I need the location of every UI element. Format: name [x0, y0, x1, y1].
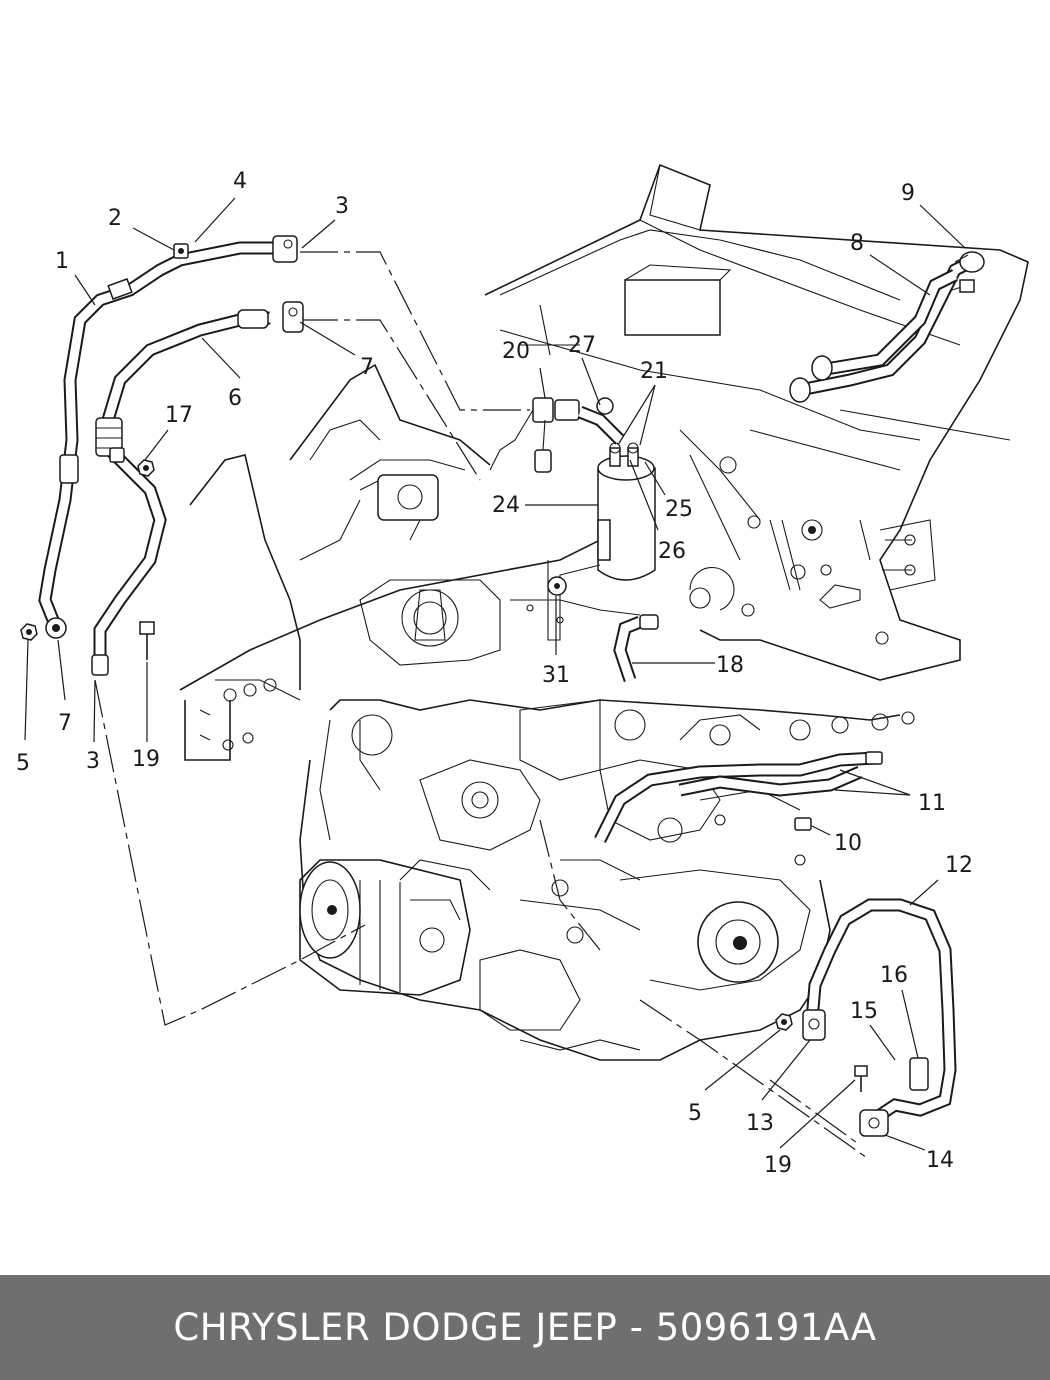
- discharge-line-12: [802, 898, 957, 1137]
- callout-18: 18: [716, 653, 744, 678]
- callout-9: 9: [901, 181, 915, 206]
- callout-17: 17: [165, 403, 193, 428]
- callout-15: 15: [850, 999, 878, 1024]
- callout-7-top: 7: [360, 355, 374, 380]
- pressure-switch-20: [489, 397, 625, 473]
- callout-13: 13: [746, 1111, 774, 1136]
- callout-8: 8: [850, 231, 864, 256]
- callout-24: 24: [492, 493, 520, 518]
- part-number-footer: CHRYSLER DODGE JEEP - 5096191AA: [0, 1275, 1050, 1380]
- callout-2: 2: [108, 206, 122, 231]
- callout-3-left: 3: [86, 749, 100, 774]
- heater-hoses-8: [789, 251, 985, 403]
- part-number-caption: CHRYSLER DODGE JEEP - 5096191AA: [173, 1306, 877, 1349]
- callout-16: 16: [880, 963, 908, 988]
- callout-25: 25: [665, 497, 693, 522]
- callout-leader-lines: [24, 197, 966, 1151]
- callout-21: 21: [640, 359, 668, 384]
- callout-6: 6: [228, 386, 242, 411]
- callout-19-right: 19: [764, 1153, 792, 1178]
- ac-compressor: [299, 859, 471, 996]
- engine-assembly: [299, 699, 915, 1061]
- heater-hoses-11: [594, 751, 883, 843]
- suction-line-6: [91, 301, 304, 676]
- callout-31: 31: [542, 663, 570, 688]
- callout-12: 12: [945, 853, 973, 878]
- callout-7-left: 7: [58, 711, 72, 736]
- callout-27: 27: [568, 333, 596, 358]
- callout-1: 1: [55, 249, 69, 274]
- dash-panel-structure: [484, 163, 1029, 681]
- callout-26: 26: [658, 539, 686, 564]
- callout-4: 4: [233, 169, 247, 194]
- drain-hose-18: [613, 614, 659, 683]
- callout-19-left: 19: [132, 747, 160, 772]
- callout-3-top: 3: [335, 194, 349, 219]
- nut-5-right: [775, 1013, 793, 1031]
- inner-fender-structure: [179, 363, 641, 761]
- accumulator-24: [547, 442, 656, 641]
- callout-20: 20: [502, 339, 530, 364]
- callout-5-left: 5: [16, 751, 30, 776]
- phantom-routing-lines: [94, 251, 871, 1161]
- callout-11: 11: [918, 791, 946, 816]
- callout-5-right: 5: [688, 1101, 702, 1126]
- ac-plumbing-exploded-diagram: 1 2 4 3 6 7 17 5 7 3 19 9 8 20 27 21 24 …: [16, 163, 1029, 1178]
- callout-14: 14: [926, 1148, 954, 1173]
- callout-numbers: 1 2 4 3 6 7 17 5 7 3 19 9 8 20 27 21 24 …: [16, 169, 973, 1178]
- callout-10: 10: [834, 831, 862, 856]
- service-valve-2: [173, 243, 189, 259]
- liquid-line-1: [38, 235, 298, 639]
- small-hardware-left: [20, 459, 155, 660]
